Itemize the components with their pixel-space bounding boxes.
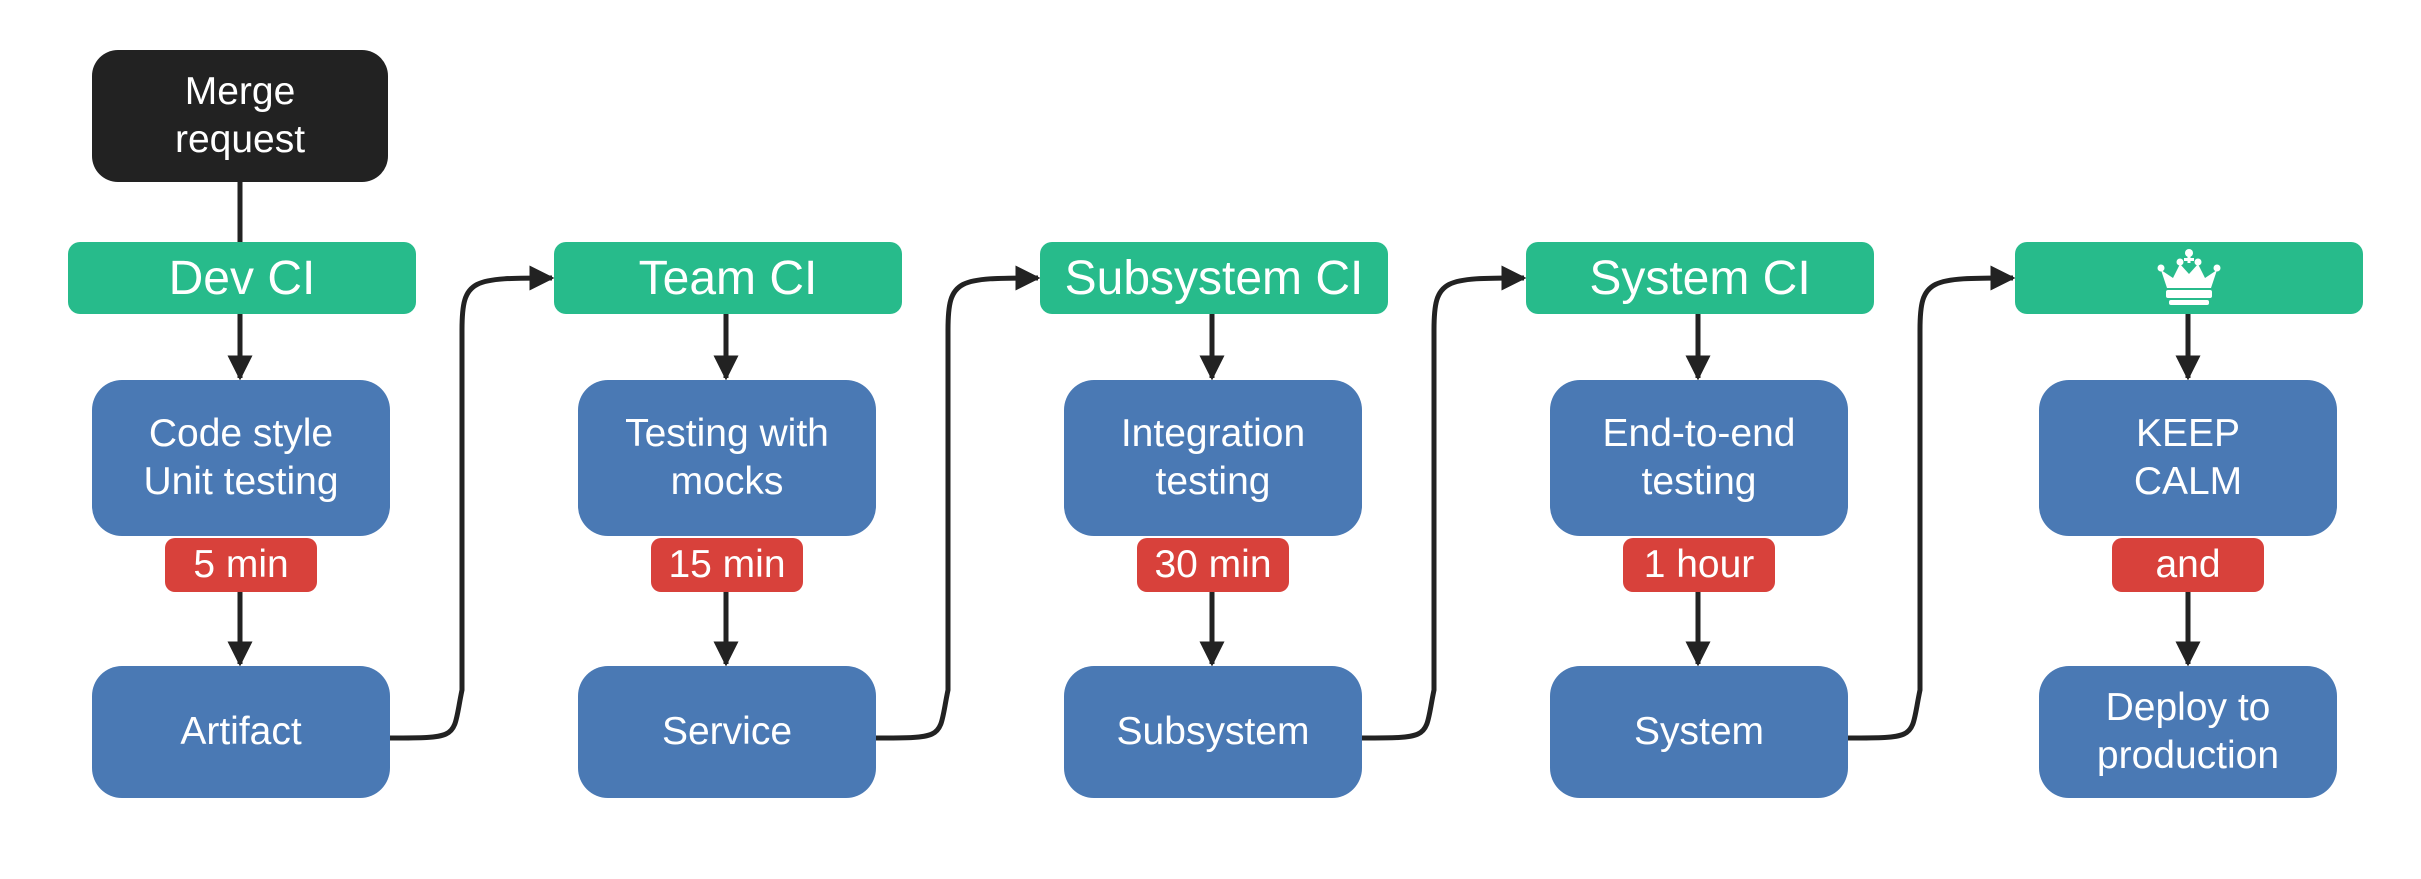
- result-subsystem: Subsystem: [1064, 666, 1362, 798]
- arrow-result-to-next-stage: [875, 265, 1041, 741]
- duration-badge: 15 min: [651, 538, 803, 592]
- step-integration-testing: Integration testing: [1064, 380, 1362, 536]
- step-code-style-unit-testing: Code style Unit testing: [92, 380, 390, 536]
- duration-badge: 30 min: [1137, 538, 1289, 592]
- result-artifact: Artifact: [92, 666, 390, 798]
- step-keep-calm: KEEP CALM: [2039, 380, 2337, 536]
- result-deploy-to-production: Deploy to production: [2039, 666, 2337, 798]
- stage-crown: [2015, 242, 2363, 314]
- arrow-result-to-next-stage: [1361, 265, 1527, 741]
- duration-badge: 1 hour: [1623, 538, 1775, 592]
- stage-subsystem-ci: Subsystem CI: [1040, 242, 1388, 314]
- result-service: Service: [578, 666, 876, 798]
- arrow-result-to-next-stage: [389, 265, 555, 741]
- step-end-to-end-testing: End-to-end testing: [1550, 380, 1848, 536]
- merge-request-box: Merge request: [92, 50, 388, 182]
- stage-team-ci: Team CI: [554, 242, 902, 314]
- arrow-result-to-next-stage: [1847, 265, 2016, 741]
- duration-badge: 5 min: [165, 538, 317, 592]
- and-badge: and: [2112, 538, 2264, 592]
- stage-dev-ci: Dev CI: [68, 242, 416, 314]
- stage-system-ci: System CI: [1526, 242, 1874, 314]
- crown-icon: [2157, 249, 2221, 305]
- step-testing-with-mocks: Testing with mocks: [578, 380, 876, 536]
- result-system: System: [1550, 666, 1848, 798]
